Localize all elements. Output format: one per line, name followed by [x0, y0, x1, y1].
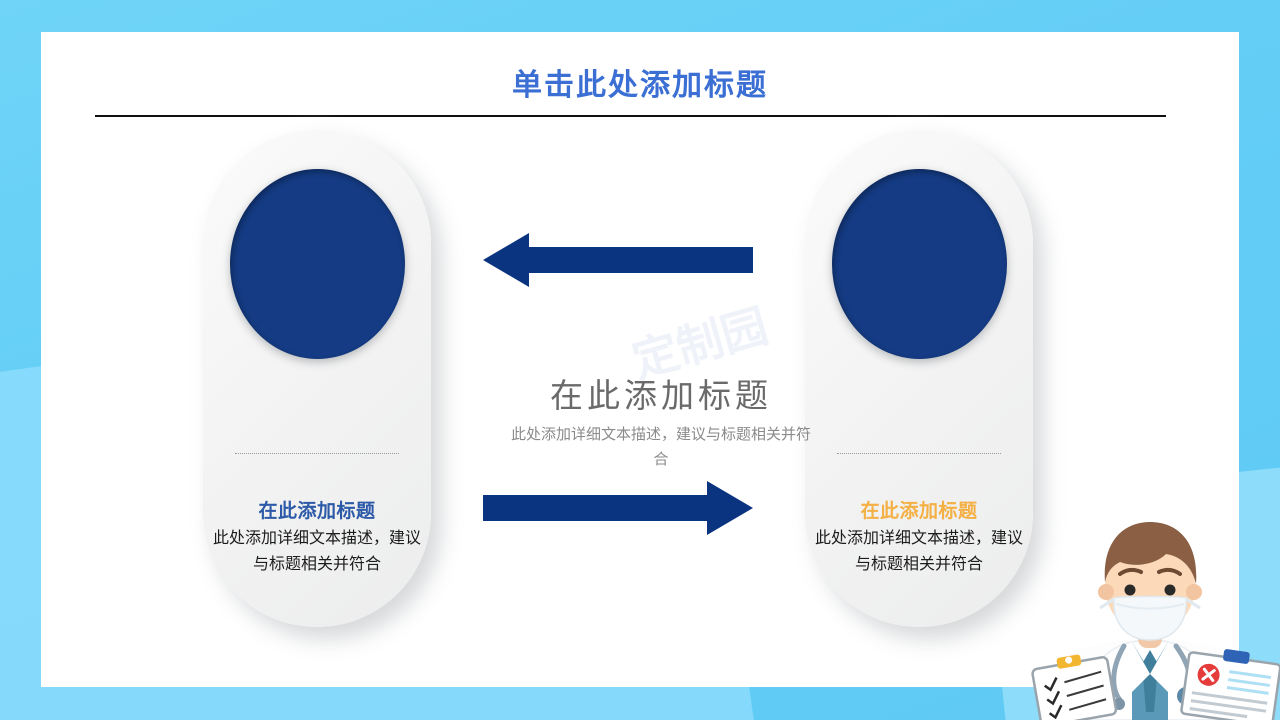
doctor-tie — [1142, 650, 1158, 712]
right-card[interactable]: 在此添加标题 此处添加详细文本描述，建议与标题相关并符合 — [805, 130, 1033, 627]
doctor-eye-left — [1124, 584, 1136, 596]
left-card[interactable]: 在此添加标题 此处添加详细文本描述，建议与标题相关并符合 — [203, 130, 431, 627]
left-card-circle — [230, 169, 405, 359]
clipboard-left — [1031, 654, 1118, 720]
clipboard-left-line-1 — [1064, 670, 1102, 684]
doctor-illustration — [1031, 522, 1280, 720]
report-line-gray-3 — [1189, 707, 1248, 719]
report-line-blue-3 — [1226, 686, 1269, 695]
report-line-gray-1 — [1191, 691, 1268, 705]
page-title: 单击此处添加标题 — [512, 69, 768, 102]
content-panel: 单击此处添加标题 定制园 在此添加标题 此处添加详细文本描述，建议与标题相关并符… — [41, 32, 1239, 687]
arrow-right-icon — [483, 481, 753, 535]
doctor-ear-right — [1186, 584, 1202, 600]
doctor-ear-left — [1098, 584, 1114, 600]
doctor-lapel-left — [1116, 642, 1150, 700]
clipboard-left-check-3 — [1048, 704, 1063, 720]
clipboard-left-clip-hole — [1065, 656, 1073, 664]
doctor-lapel-right — [1150, 642, 1184, 700]
report-line-blue-2 — [1227, 678, 1270, 687]
doctor-face-mask — [1113, 595, 1187, 641]
doctor-eye-right — [1164, 584, 1176, 596]
doctor-mask-straps — [1099, 597, 1201, 610]
title-divider — [95, 115, 1166, 117]
left-card-body: 此处添加详细文本描述，建议与标题相关并符合 — [212, 530, 421, 573]
stethoscope-tube-left — [1111, 643, 1127, 703]
right-card-circle — [832, 169, 1007, 359]
doctor-eyebrow-right — [1157, 567, 1182, 576]
right-card-body: 此处添加详细文本描述，建议与标题相关并符合 — [814, 530, 1023, 573]
doctor-hair — [1104, 522, 1197, 584]
center-title: 在此添加标题 — [550, 377, 772, 414]
center-body: 此处添加详细文本描述，建议与标题相关并符合 — [511, 426, 812, 468]
clipboard-left-check-1 — [1044, 676, 1058, 692]
report-line-gray-2 — [1190, 699, 1267, 713]
doctor-eyebrow-left — [1118, 567, 1143, 576]
clipboard-left-line-3 — [1069, 698, 1107, 711]
left-card-separator — [235, 453, 399, 454]
clipboard-right — [1180, 649, 1280, 720]
clipboard-left-line-2 — [1066, 684, 1104, 697]
report-line-blue-1 — [1229, 670, 1272, 679]
left-card-title: 在此添加标题 — [258, 501, 376, 522]
clipboard-right-clip — [1223, 649, 1250, 664]
doctor-mask-fold — [1115, 603, 1185, 610]
clipboard-left-check-2 — [1046, 690, 1061, 706]
right-card-title: 在此添加标题 — [860, 501, 978, 522]
report-error-x-icon — [1201, 667, 1216, 682]
right-card-separator — [837, 453, 1001, 454]
arrow-left-icon — [483, 233, 753, 287]
